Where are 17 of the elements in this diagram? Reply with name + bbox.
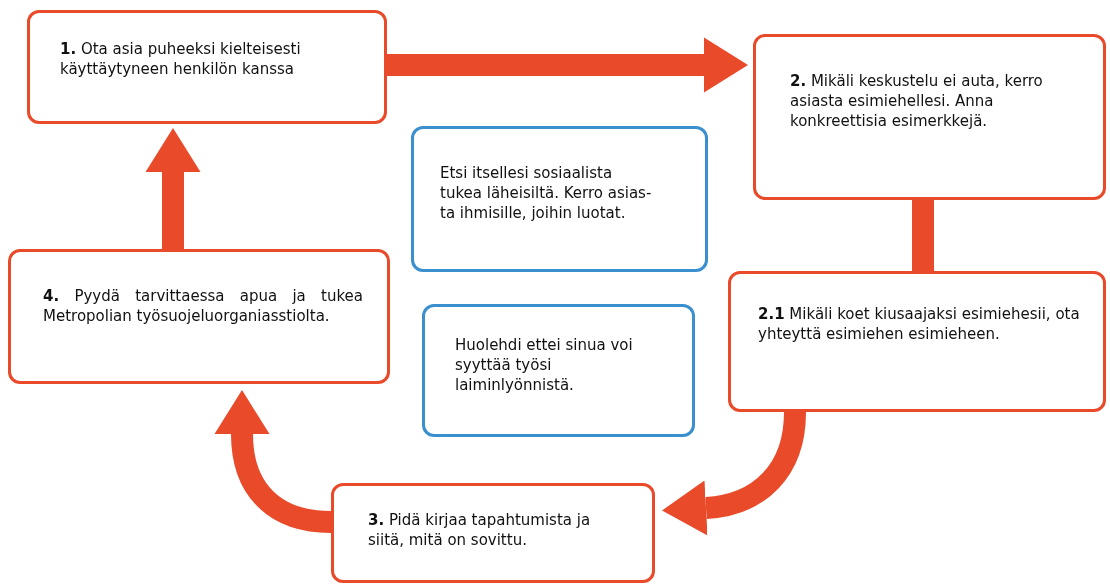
step-box bbox=[331, 483, 655, 583]
step-box bbox=[728, 271, 1106, 412]
step-box bbox=[8, 249, 390, 384]
step-text: Etsi itsellesi sosiaalista tukea läheisiltä. Kerro asias- ta ihmisille, joihin luotat. bbox=[440, 163, 653, 223]
note-box bbox=[422, 304, 695, 437]
step-text: 1. Ota asia puheeksi kielteisesti käyttäytyneen henkilön kanssa bbox=[60, 39, 302, 79]
step-text: 4. Pyydä tarvittaessa apua ja tukea Metropolian työsuojeluorganiasstiolta. bbox=[43, 286, 363, 326]
connector-bar bbox=[912, 200, 934, 271]
step-text: 2. Mikäli keskustelu ei auta, kerro asiasta esimiehellesi. Anna konkreettisia esimerkkejä. bbox=[790, 71, 1044, 131]
step-text: 2.1 Mikäli koet kiusaajaksi esimiehesii, ota yhteyttä esimiehen esimieheen. bbox=[758, 304, 1081, 344]
step-box bbox=[27, 10, 387, 124]
arrow bbox=[145, 128, 201, 249]
arrow bbox=[387, 37, 748, 93]
step-text: 3. Pidä kirjaa tapahtumista ja siitä, mitä on sovittu. bbox=[368, 510, 592, 550]
step-text: Huolehdi ettei sinua voi syyttää työsi laiminlyönnistä. bbox=[455, 335, 634, 395]
step-box bbox=[753, 34, 1106, 200]
note-box bbox=[411, 126, 708, 272]
